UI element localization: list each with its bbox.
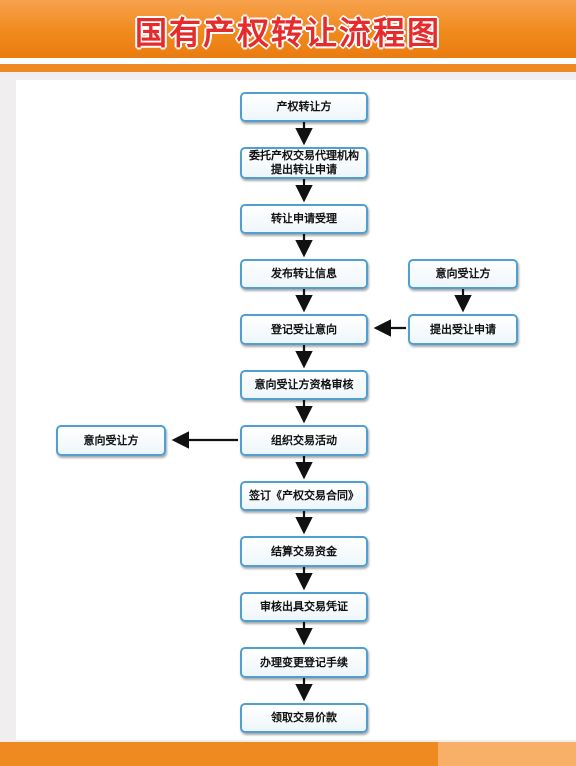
footer-band-light	[438, 742, 576, 766]
side-right-intent-box: 意向受让方	[408, 259, 518, 289]
step-2-line-1: 委托产权交易代理机构	[249, 149, 359, 162]
step-3-box: 转让申请受理	[240, 204, 368, 234]
page-title: 国有产权转让流程图	[134, 14, 441, 52]
header-banner	[0, 0, 576, 58]
side-right-apply-box: 提出受让申请	[408, 314, 518, 345]
step-6-box: 意向受让方资格审核	[240, 370, 368, 400]
step-1-box: 产权转让方	[240, 92, 368, 122]
step-10-box: 审核出具交易凭证	[240, 592, 368, 622]
step-5-box: 登记受让意向	[240, 314, 368, 345]
header-divider-white	[0, 58, 576, 64]
header-divider-orange	[0, 64, 576, 72]
step-2-line-2: 提出转让申请	[271, 163, 337, 176]
step-8-box: 签订《产权交易合同》	[240, 481, 368, 511]
step-4-box: 发布转让信息	[240, 259, 368, 289]
step-9-box: 结算交易资金	[240, 536, 368, 567]
side-left-intent-box: 意向受让方	[56, 425, 166, 456]
step-11-box: 办理变更登记手续	[240, 647, 368, 678]
step-2-box: 委托产权交易代理机构 提出转让申请	[240, 147, 368, 179]
step-7-box: 组织交易活动	[240, 425, 368, 456]
step-12-box: 领取交易价款	[240, 703, 368, 733]
